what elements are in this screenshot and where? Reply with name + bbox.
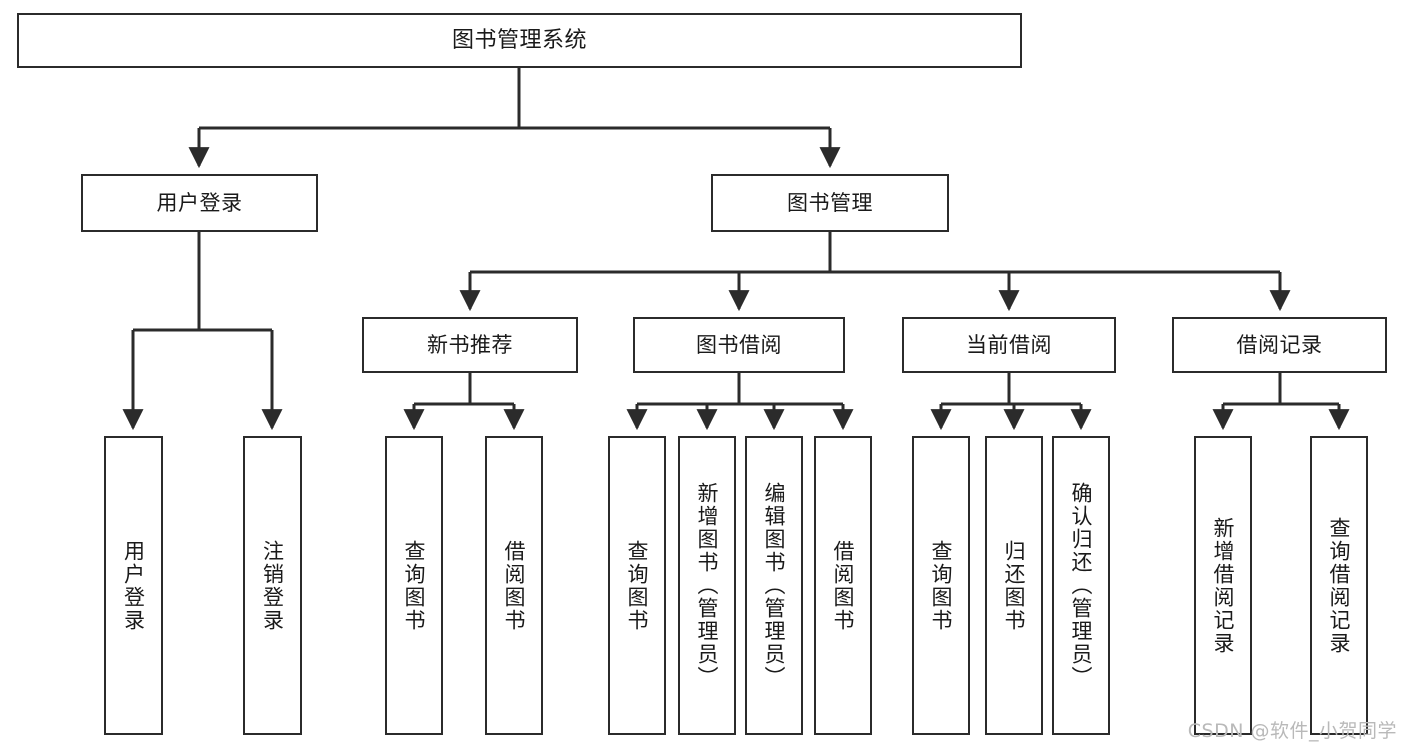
node-root[interactable]: 图书管理系统: [17, 13, 1022, 68]
node-user-login-label: 用户登录: [156, 190, 243, 215]
node-new-book-recommend-label: 新书推荐: [427, 332, 513, 357]
leaf-query-borrow-record-label: 查询借阅记录: [1327, 516, 1352, 655]
leaf-user-logout-label: 注销登录: [260, 539, 285, 632]
leaf-query-book-new-label: 查询图书: [402, 539, 427, 632]
leaf-borrow-book-label: 借阅图书: [831, 539, 856, 632]
leaf-confirm-return-admin[interactable]: 确认归还（管理员）: [1052, 436, 1110, 735]
leaf-user-login-label: 用户登录: [121, 539, 146, 632]
leaf-query-book-borrow-label: 查询图书: [625, 539, 650, 632]
leaf-query-book-current-label: 查询图书: [929, 539, 954, 632]
csdn-watermark: CSDN @软件_小贺同学: [1187, 720, 1397, 742]
leaf-borrow-book-new[interactable]: 借阅图书: [485, 436, 543, 735]
leaf-add-book-admin[interactable]: 新增图书（管理员）: [678, 436, 736, 735]
leaf-user-login[interactable]: 用户登录: [104, 436, 163, 735]
node-root-label: 图书管理系统: [451, 27, 587, 53]
leaf-query-book-current[interactable]: 查询图书: [912, 436, 970, 735]
leaf-user-logout[interactable]: 注销登录: [243, 436, 302, 735]
leaf-edit-book-admin[interactable]: 编辑图书（管理员）: [745, 436, 803, 735]
node-user-login[interactable]: 用户登录: [81, 174, 318, 232]
node-book-borrow[interactable]: 图书借阅: [633, 317, 845, 373]
node-new-book-recommend[interactable]: 新书推荐: [362, 317, 578, 373]
node-book-management[interactable]: 图书管理: [711, 174, 949, 232]
leaf-return-book-label: 归还图书: [1002, 539, 1027, 632]
leaf-borrow-book[interactable]: 借阅图书: [814, 436, 872, 735]
leaf-borrow-book-new-label: 借阅图书: [502, 539, 527, 632]
leaf-add-borrow-record-label: 新增借阅记录: [1211, 516, 1236, 655]
node-current-borrow[interactable]: 当前借阅: [902, 317, 1116, 373]
leaf-query-borrow-record[interactable]: 查询借阅记录: [1310, 436, 1368, 735]
leaf-confirm-return-admin-label: 确认归还（管理员）: [1069, 482, 1094, 689]
leaf-query-book-new[interactable]: 查询图书: [385, 436, 443, 735]
node-current-borrow-label: 当前借阅: [966, 332, 1052, 357]
leaf-edit-book-admin-label: 编辑图书（管理员）: [762, 482, 787, 689]
leaf-return-book[interactable]: 归还图书: [985, 436, 1043, 735]
leaf-add-borrow-record[interactable]: 新增借阅记录: [1194, 436, 1252, 735]
node-borrow-records[interactable]: 借阅记录: [1172, 317, 1387, 373]
node-book-borrow-label: 图书借阅: [696, 332, 782, 357]
leaf-add-book-admin-label: 新增图书（管理员）: [695, 482, 720, 689]
node-book-management-label: 图书管理: [787, 190, 873, 215]
leaf-query-book-borrow[interactable]: 查询图书: [608, 436, 666, 735]
node-borrow-records-label: 借阅记录: [1236, 332, 1323, 357]
